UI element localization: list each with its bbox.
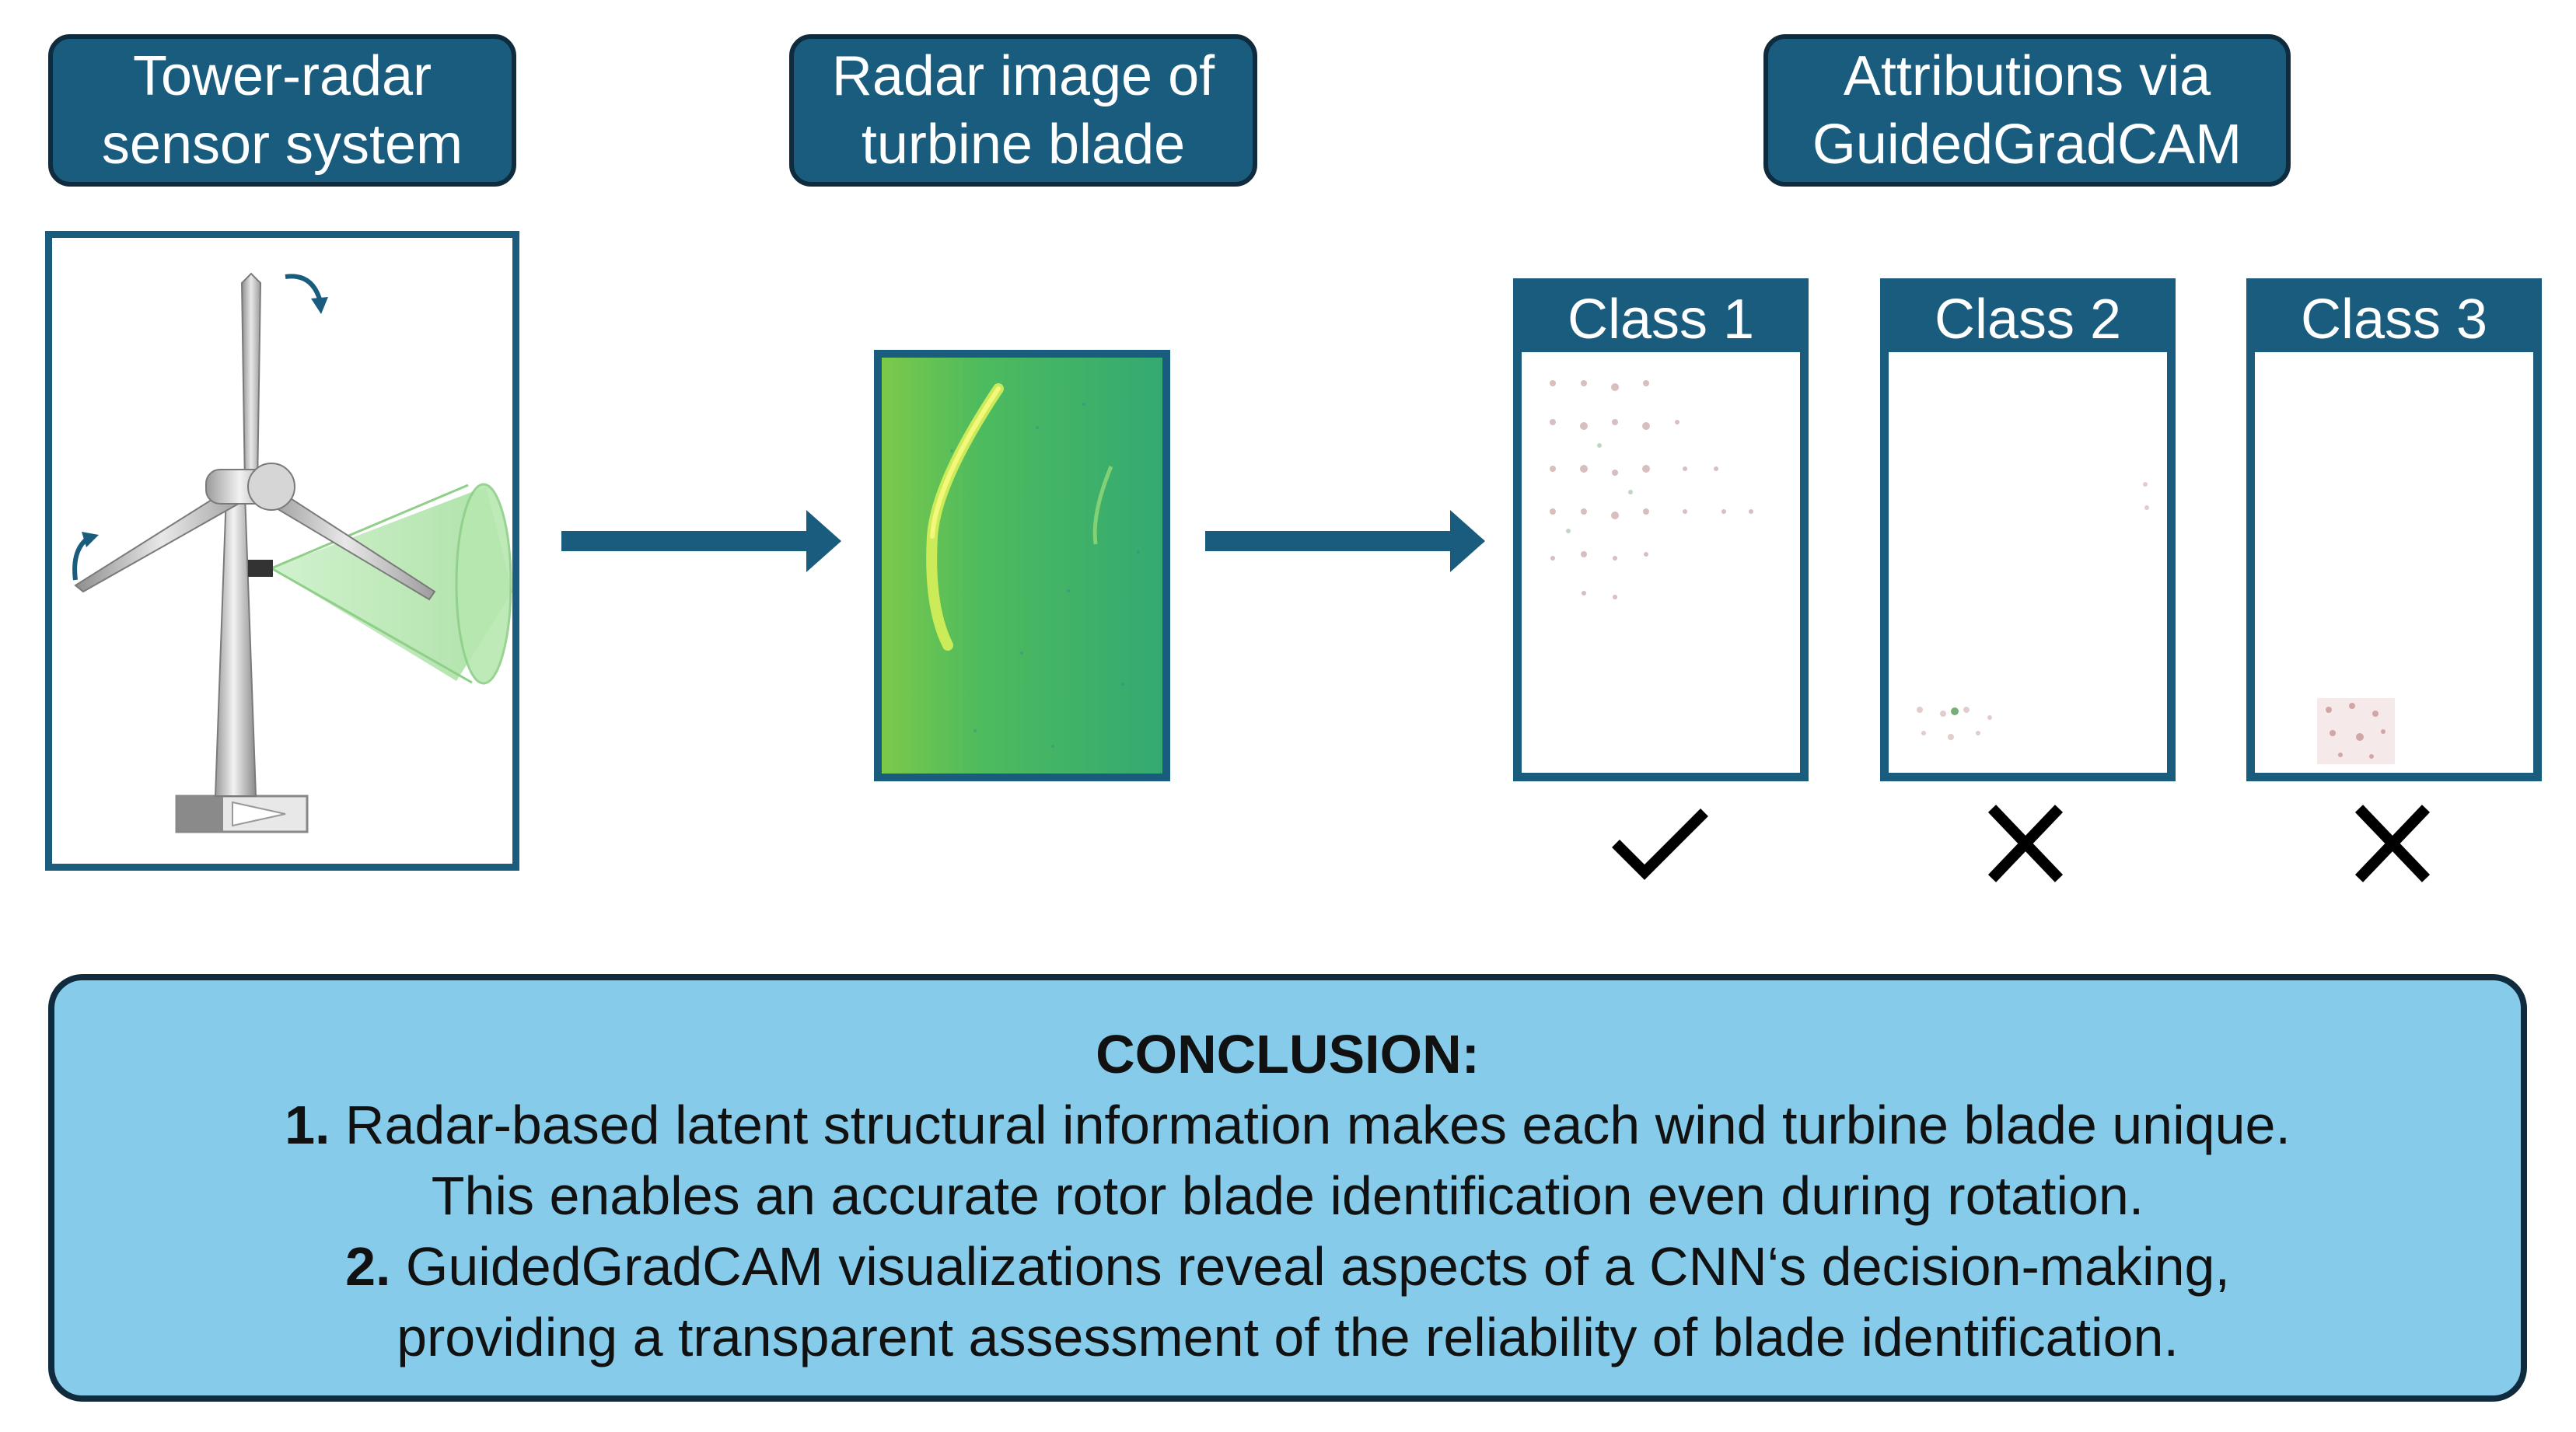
radar-cone	[271, 487, 512, 681]
radar-sensor	[248, 560, 273, 577]
hub	[247, 463, 295, 511]
flow-arrow-1	[561, 510, 841, 572]
conclusion-item-2-line-2: providing a transparent assessment of th…	[397, 1307, 2179, 1367]
header-sensor-system: Tower-radar sensor system	[48, 34, 516, 187]
class-3-panel: Class 3	[2246, 278, 2542, 781]
cross-icon	[1987, 805, 2064, 882]
header-attributions-line2: GuidedGradCAM	[1812, 114, 2242, 176]
class-2-panel: Class 2	[1880, 278, 2176, 781]
class-2-attribution-map	[1917, 482, 2149, 740]
conclusion-item-1-text-1: Radar-based latent structural informatio…	[344, 1095, 2291, 1155]
turbine-tower	[214, 494, 257, 797]
class-1-panel: Class 1	[1513, 278, 1809, 781]
conclusion-item-2-text-1: GuidedGradCAM visualizations reveal aspe…	[405, 1236, 2230, 1297]
rotation-arrow-top	[285, 274, 323, 302]
header-radar-image: Radar image of turbine blade	[789, 34, 1257, 187]
class-1-attribution-map	[1550, 380, 1753, 599]
class-3-attribution-map	[2317, 698, 2395, 764]
header-sensor-line1: Tower-radar	[132, 45, 432, 107]
conclusion-item-1-line-1: 1. Radar-based latent structural informa…	[54, 1090, 2521, 1161]
conclusion-item-1-line-2: This enables an accurate rotor blade ide…	[431, 1165, 2144, 1226]
header-attributions-line1: Attributions via	[1843, 45, 2211, 107]
header-radar-line2: turbine blade	[861, 114, 1186, 176]
turbine-panel	[45, 231, 519, 871]
blade-up	[240, 272, 262, 487]
class-2-label: Class 2	[1889, 287, 2167, 352]
conclusion-item-1-number: 1.	[285, 1095, 330, 1155]
class-1-label: Class 1	[1522, 287, 1800, 352]
conclusion-heading: CONCLUSION:	[1096, 1024, 1480, 1084]
radar-image-panel	[874, 350, 1170, 781]
wind-turbine-illustration	[72, 272, 512, 833]
header-attributions: Attributions via GuidedGradCAM	[1763, 34, 2291, 187]
conclusion-item-2-number: 2.	[345, 1236, 391, 1297]
radar-image	[882, 358, 1162, 774]
flow-arrow-2	[1205, 510, 1485, 572]
cross-icon	[2354, 805, 2431, 882]
check-icon	[1612, 809, 1708, 880]
header-radar-line1: Radar image of	[831, 45, 1215, 107]
header-sensor-line2: sensor system	[101, 114, 463, 176]
class-3-label: Class 3	[2255, 287, 2533, 352]
conclusion-box: CONCLUSION: 1. Radar-based latent struct…	[48, 974, 2527, 1402]
conclusion-item-2-line-1: 2. GuidedGradCAM visualizations reveal a…	[54, 1231, 2521, 1302]
